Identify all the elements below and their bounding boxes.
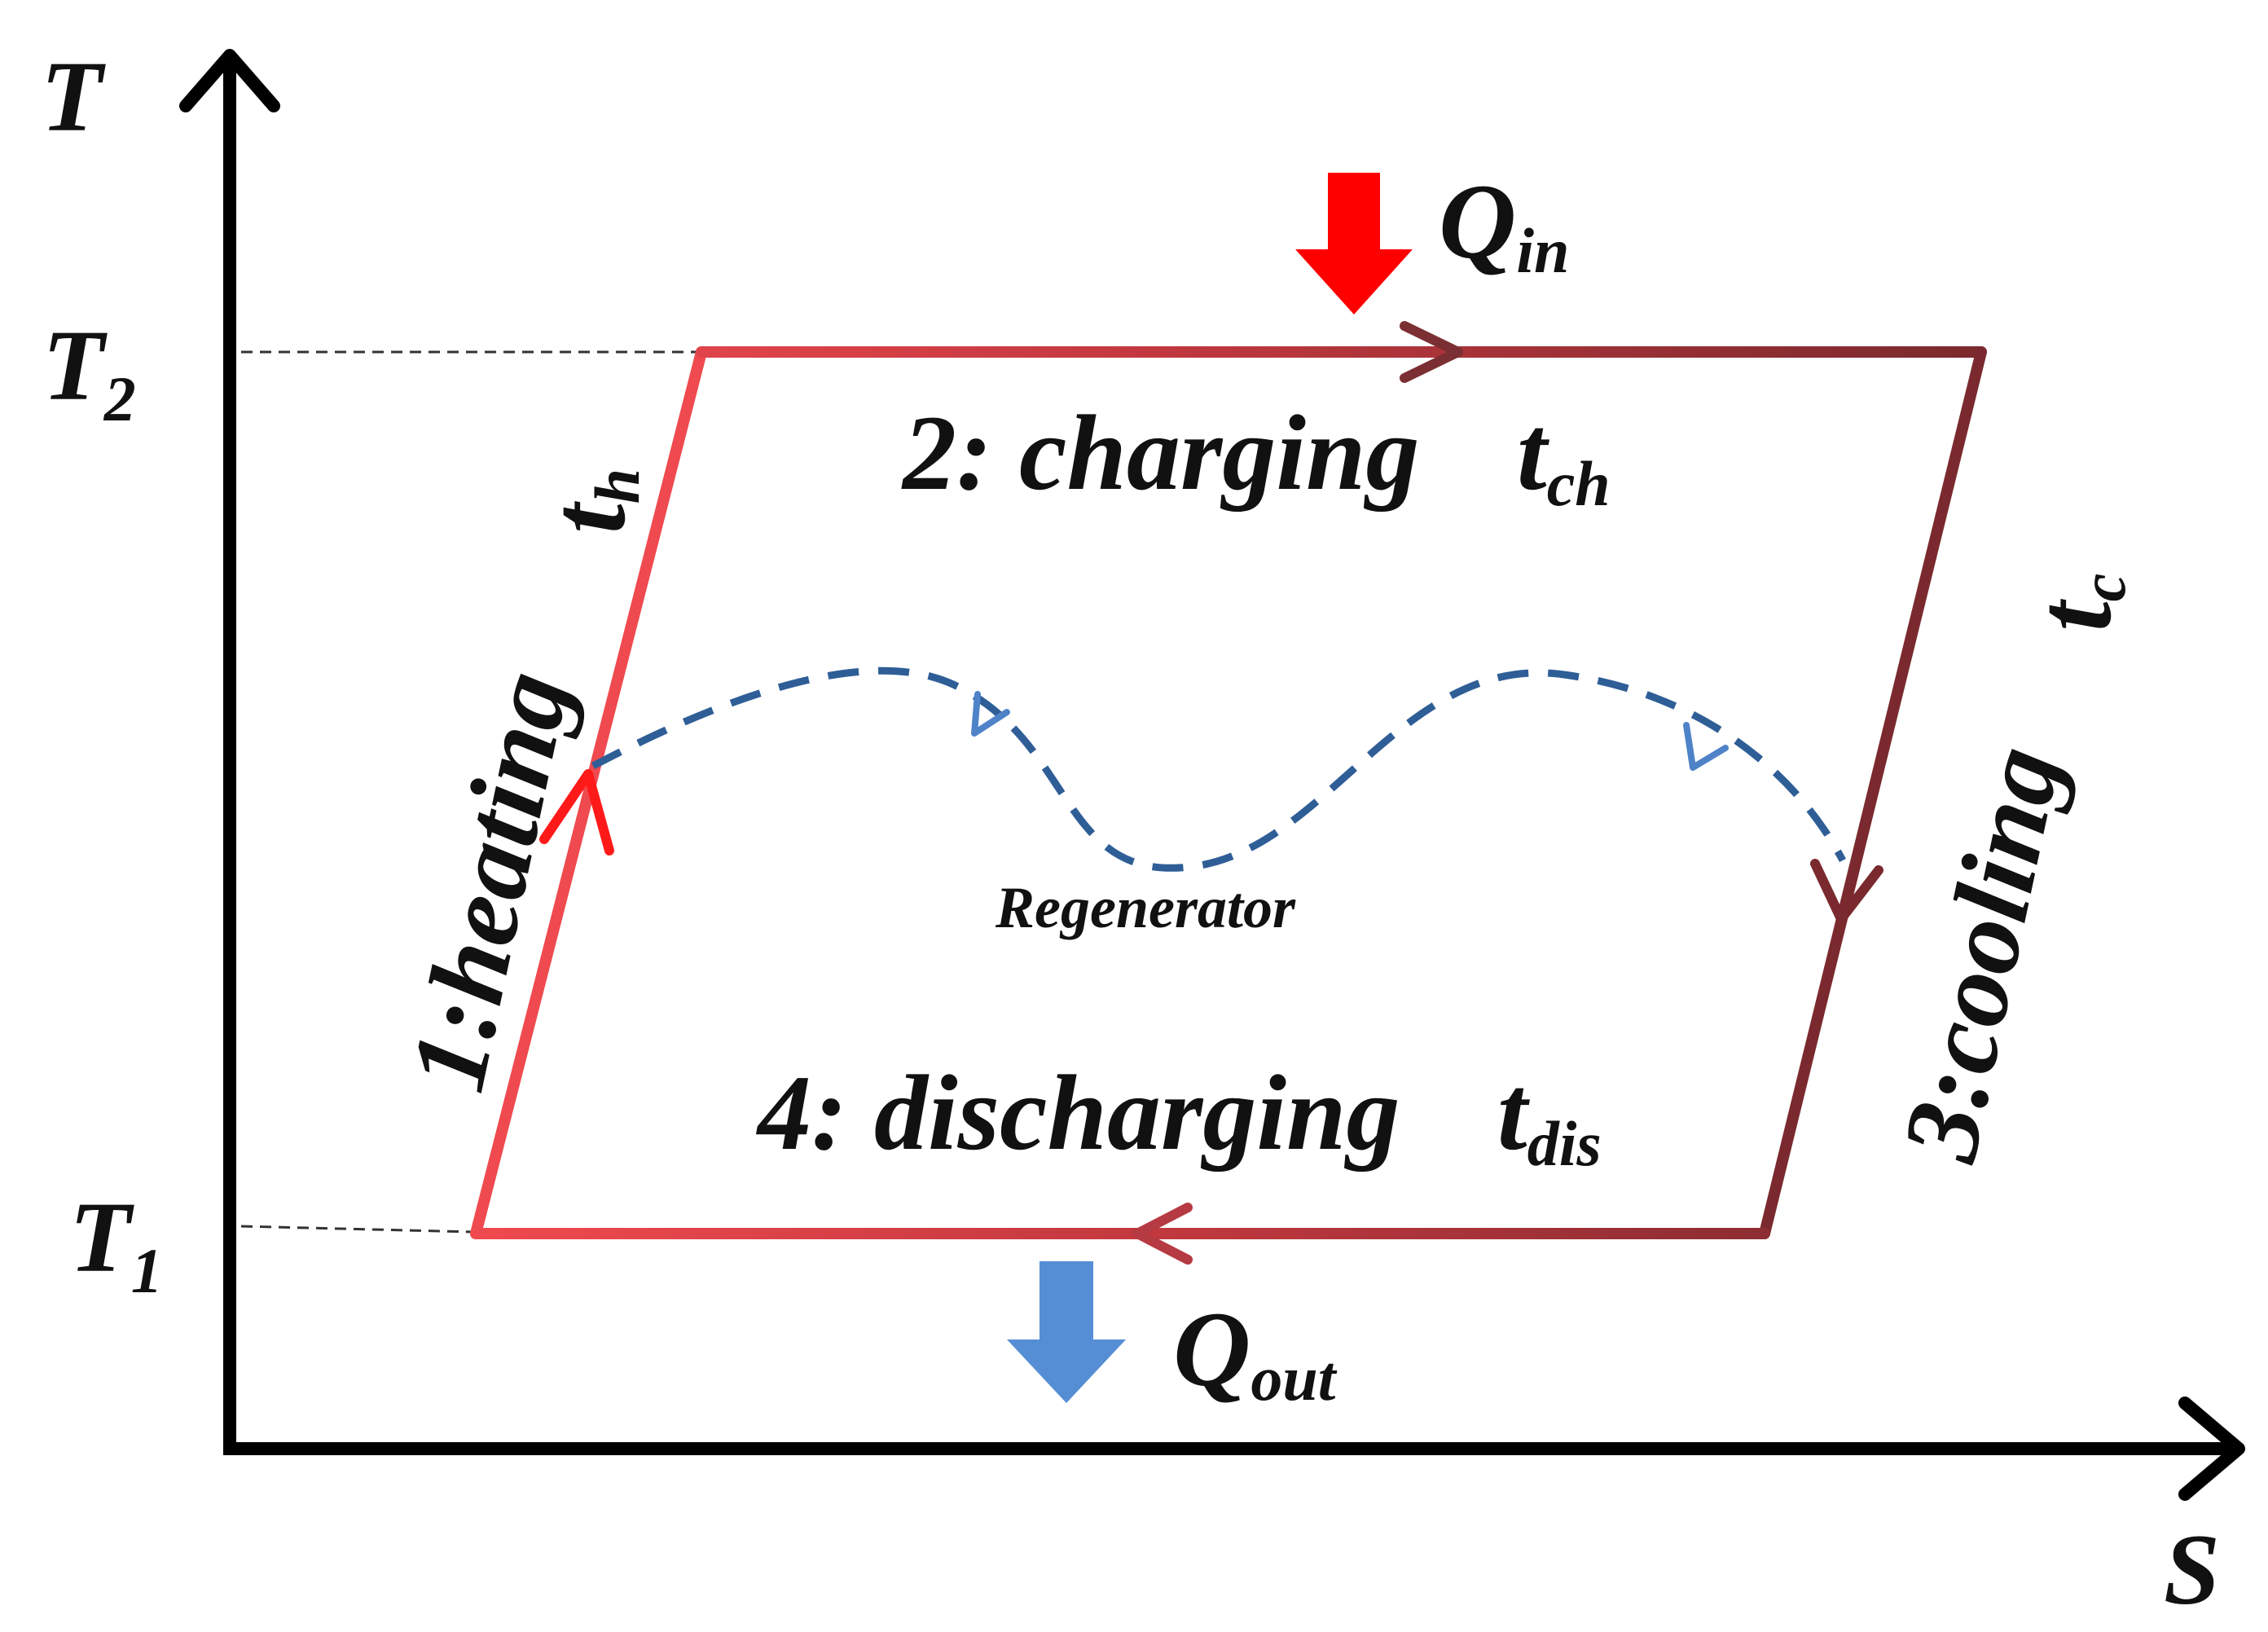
t-c-label: tc xyxy=(2014,574,2138,631)
cooling-label: 3:cooling xyxy=(1879,736,2083,1172)
discharging-label: 4: discharging xyxy=(755,1053,1400,1172)
regenerator-curve xyxy=(591,666,1846,872)
t-axis-label: T xyxy=(41,41,106,152)
t1-reference-line xyxy=(240,1225,475,1234)
heat-output-arrow xyxy=(1007,1261,1126,1403)
t-ch-label: tch xyxy=(1517,393,1611,519)
charging-direction-arrow xyxy=(1400,321,1463,383)
axes xyxy=(179,49,2245,1501)
heat-input-arrow xyxy=(1295,173,1413,315)
q-out-label: Qout xyxy=(1173,1289,1338,1414)
heating-direction-arrow xyxy=(539,769,614,856)
regenerator-arrow-right xyxy=(1683,722,1729,771)
s-axis-arrowhead xyxy=(2178,1397,2245,1501)
t-dis-label: tdis xyxy=(1497,1053,1602,1179)
t1-label: T1 xyxy=(69,1181,163,1306)
t2-label: T2 xyxy=(42,310,136,434)
regenerator-label: Regenerator xyxy=(995,875,1296,940)
regenerator-arrow-left xyxy=(971,691,1010,737)
cooling-process-line xyxy=(1759,346,1987,1239)
discharging-direction-arrow xyxy=(1132,1203,1193,1265)
cooling-direction-arrow xyxy=(1810,859,1883,924)
q-in-label: Qin xyxy=(1439,161,1569,286)
t-axis-arrowhead xyxy=(179,49,280,112)
charging-label: 2: charging xyxy=(901,393,1419,512)
t-h-label: th xyxy=(528,468,653,534)
s-axis-label: S xyxy=(2164,1514,2220,1625)
